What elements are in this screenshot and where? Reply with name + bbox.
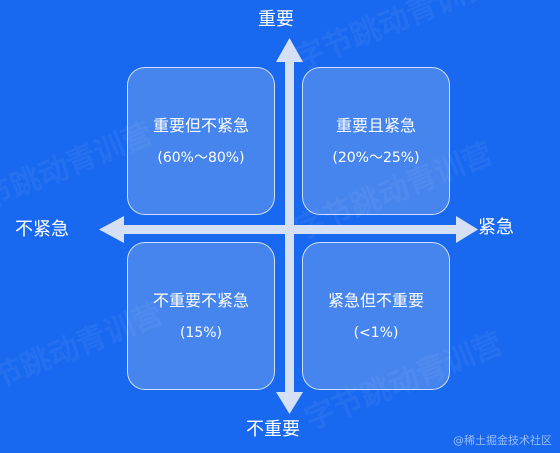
arrow-down-icon [276, 392, 303, 414]
quadrant-share: (20%～25%) [332, 150, 420, 166]
quadrant-share: (15%) [179, 325, 223, 341]
quadrant-title: 重要且紧急 [335, 116, 416, 135]
quadrant-urgent-not-important: 紧急但不重要 (<1%) [302, 242, 450, 390]
axis-label-not-important: 不重要 [246, 419, 300, 440]
quadrant-important-urgent: 重要且紧急 (20%～25%) [302, 67, 450, 215]
credit-text: @稀土掘金技术社区 [453, 434, 552, 447]
axis-label-not-urgent: 不紧急 [15, 219, 69, 240]
quadrant-share: (<1%) [353, 325, 399, 341]
axis-label-urgent: 紧急 [478, 217, 514, 238]
quadrant-title: 不重要不紧急 [152, 291, 249, 310]
quadrant-title: 重要但不紧急 [152, 116, 249, 135]
quadrant-important-not-urgent: 重要但不紧急 (60%～80%) [127, 67, 275, 215]
axis-label-important: 重要 [258, 9, 294, 30]
quadrant-title: 紧急但不重要 [327, 291, 424, 310]
arrow-right-icon [456, 216, 478, 243]
arrow-left-icon [99, 216, 124, 243]
horizontal-axis-line [122, 225, 462, 234]
quadrant-share: (60%～80%) [157, 150, 245, 166]
arrow-up-icon [276, 38, 303, 62]
quadrant-not-important-not-urgent: 不重要不紧急 (15%) [127, 242, 275, 390]
